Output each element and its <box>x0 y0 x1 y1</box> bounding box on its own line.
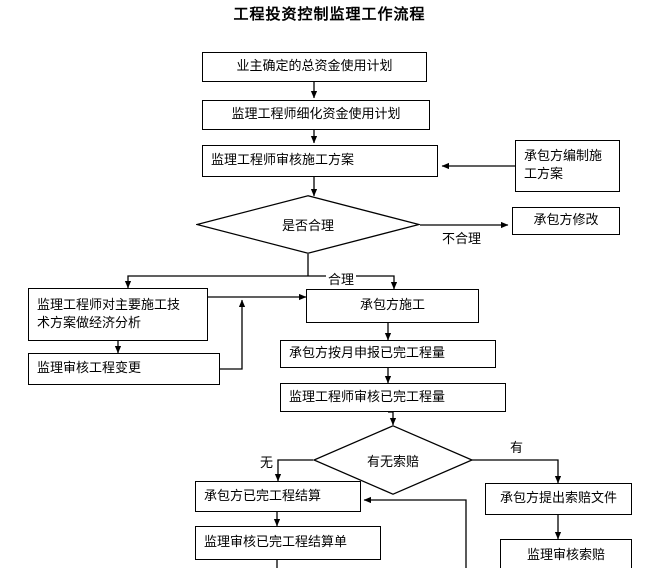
node-contractor-monthly-report[interactable]: 承包方按月申报已完工程量 <box>280 340 496 368</box>
edge-label-has-claim: 有 <box>508 437 526 456</box>
node-decision-reasonable[interactable]: 是否合理 <box>196 195 420 254</box>
node-contractor-revise[interactable]: 承包方修改 <box>512 207 620 235</box>
edge-label-no-claim: 无 <box>258 452 276 471</box>
node-contractor-construct[interactable]: 承包方施工 <box>306 289 479 323</box>
node-supervisor-review-settlement[interactable]: 监理审核已完工程结算单 <box>195 526 381 560</box>
node-contractor-submit-claim[interactable]: 承包方提出索赔文件 <box>485 483 632 515</box>
node-supervisor-review-change[interactable]: 监理审核工程变更 <box>28 353 220 385</box>
node-engineer-review-scheme[interactable]: 监理工程师审核施工方案 <box>202 145 438 177</box>
node-engineer-review-quantity[interactable]: 监理工程师审核已完工程量 <box>280 383 506 412</box>
node-contractor-settlement[interactable]: 承包方已完工程结算 <box>195 481 361 512</box>
decision-reasonable-label: 是否合理 <box>281 219 334 234</box>
node-owner-fund-plan[interactable]: 业主确定的总资金使用计划 <box>202 52 427 82</box>
node-engineer-economic-analysis[interactable]: 监理工程师对主要施工技 术方案做经济分析 <box>28 288 208 341</box>
decision-claim-label: 有无索赔 <box>366 454 419 470</box>
page-title: 工程投资控制监理工作流程 <box>233 5 426 23</box>
node-engineer-refine-plan[interactable]: 监理工程师细化资金使用计划 <box>202 100 430 130</box>
edge-label-reasonable: 合理 <box>326 269 357 288</box>
edge-label-unreasonable: 不合理 <box>440 228 484 247</box>
node-supervisor-review-claim[interactable]: 监理审核索赔 <box>500 539 632 568</box>
node-decision-claim[interactable]: 有无索赔 <box>313 425 473 495</box>
node-contractor-make-scheme[interactable]: 承包方编制施 工方案 <box>515 140 620 192</box>
